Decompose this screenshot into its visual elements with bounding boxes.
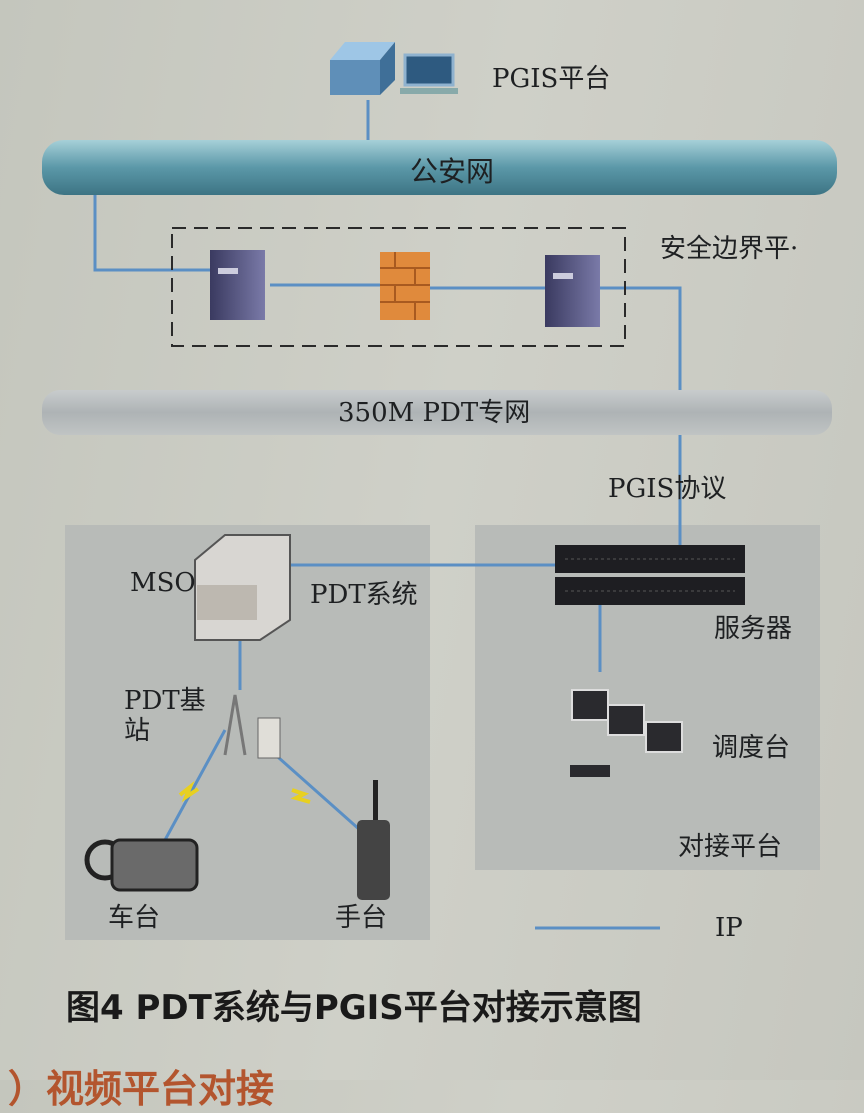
base-station-label-2: 站 xyxy=(124,716,151,746)
pgis-platform-icon xyxy=(330,42,458,95)
pdt-network-pipe xyxy=(42,390,832,435)
dispatch-console-label: 调度台 xyxy=(712,733,791,763)
figure-caption: 图4 PDT系统与PGIS平台对接示意图 xyxy=(66,988,642,1028)
firewall-icon xyxy=(380,252,430,320)
pgis-platform-label: PGIS平台 xyxy=(492,64,611,94)
vehicle-radio-label: 车台 xyxy=(108,903,161,933)
pdt-system-label: PDT系统 xyxy=(310,580,418,610)
mso-icon xyxy=(194,534,291,641)
vehicle-radio-icon xyxy=(84,838,199,892)
network-diagram xyxy=(42,42,837,940)
wireless-icon xyxy=(290,788,311,804)
base-station-icon xyxy=(223,694,281,759)
boundary-server-icon xyxy=(210,250,265,320)
security-boundary-box xyxy=(171,227,626,347)
ip-links xyxy=(93,100,682,930)
handheld-radio-label: 手台 xyxy=(335,903,388,933)
interface-platform-label: 对接平台 xyxy=(678,832,783,862)
public-security-network-pipe xyxy=(42,140,837,195)
legend-ip-label: IP xyxy=(715,913,743,943)
dispatch-console-icon xyxy=(570,689,683,777)
base-station-label-1: PDT基 xyxy=(124,686,206,716)
boundary-server-icon xyxy=(545,255,600,327)
interface-platform-panel xyxy=(475,525,820,870)
mso-label: MSO xyxy=(130,568,196,598)
pdt-network-label: 350M PDT专网 xyxy=(338,398,531,428)
public-network-label: 公安网 xyxy=(410,155,495,188)
handheld-radio-icon xyxy=(357,780,390,900)
server-rack-icon xyxy=(555,545,745,605)
server-label: 服务器 xyxy=(714,614,793,644)
wireless-icon xyxy=(178,780,200,803)
next-section-heading: ）视频平台对接 xyxy=(8,1067,275,1111)
pgis-protocol-label: PGIS协议 xyxy=(608,474,727,504)
security-boundary-label: 安全边界平· xyxy=(660,234,799,264)
